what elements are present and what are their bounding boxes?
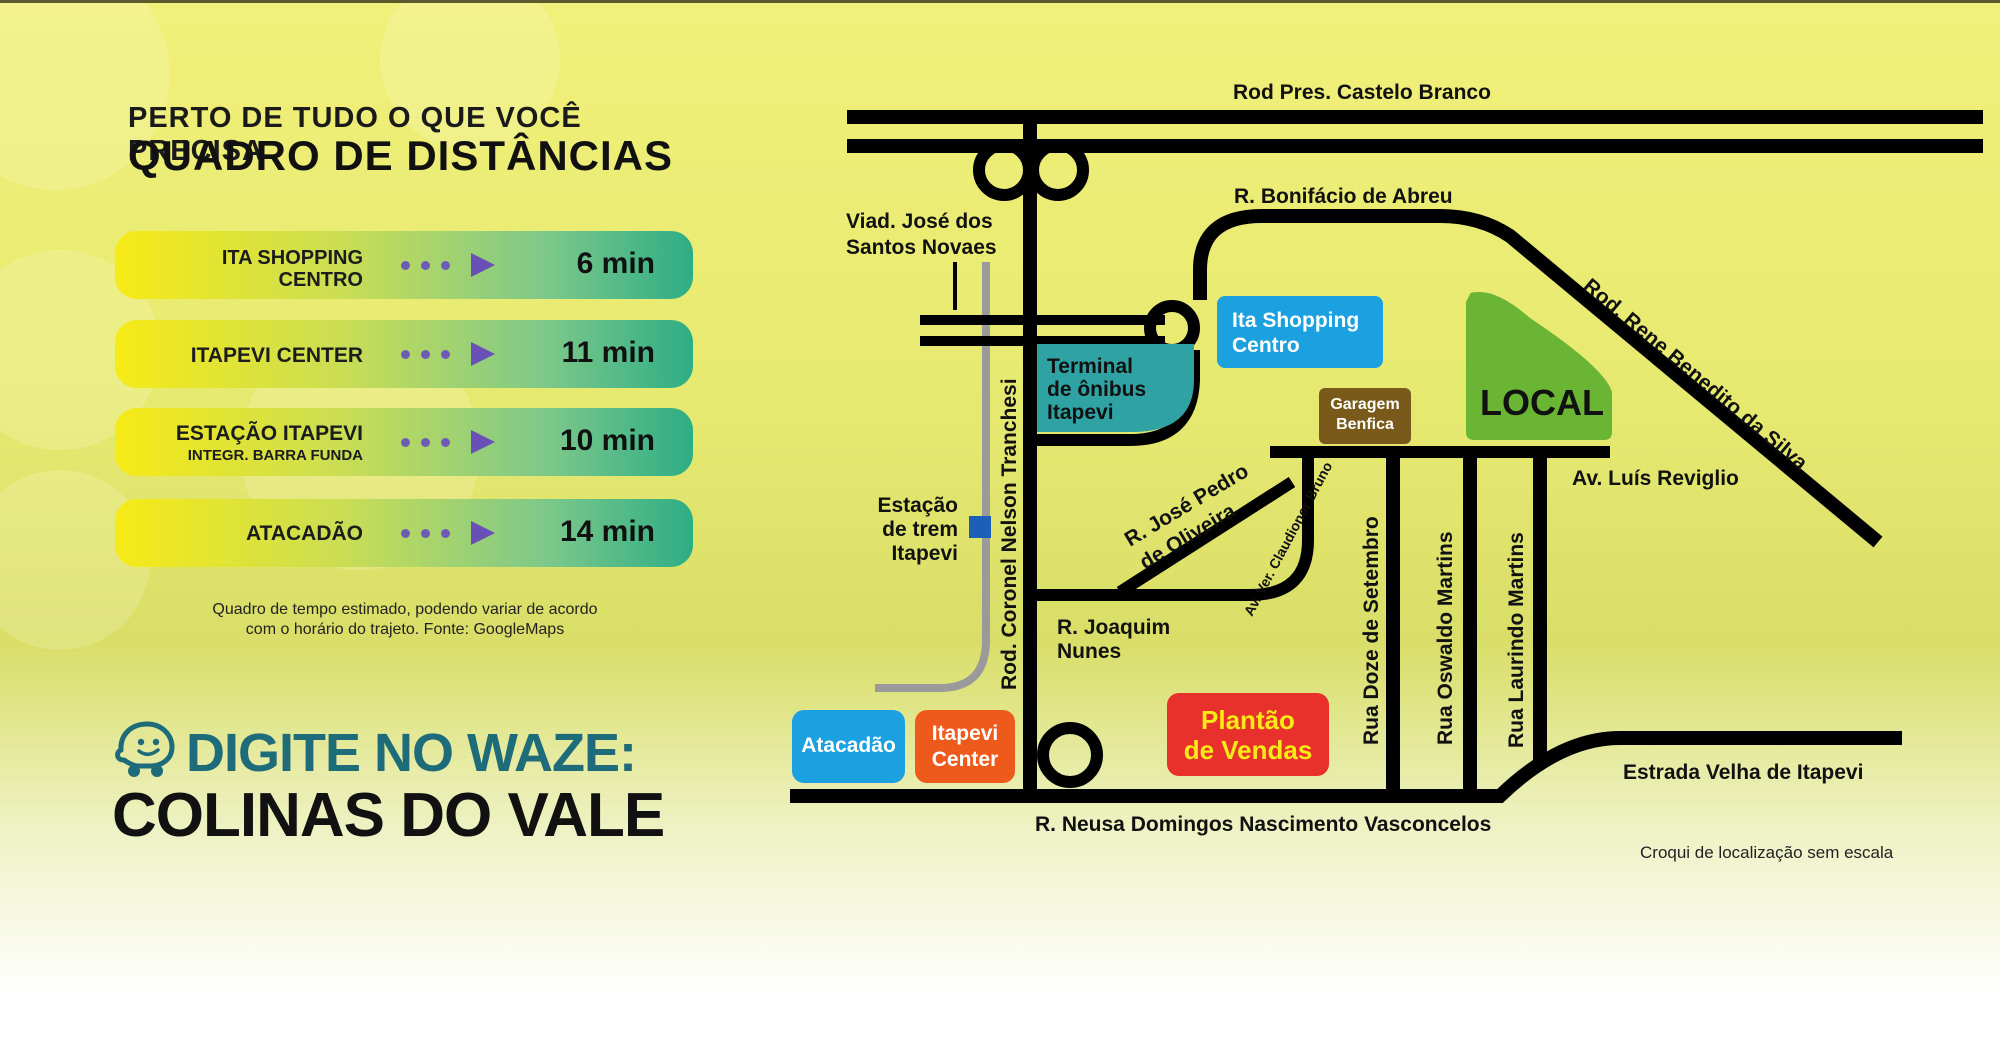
- place-label: Garagem: [1330, 396, 1400, 413]
- distance-time: 10 min: [559, 424, 655, 457]
- distance-row: ESTAÇÃO ITAPEVI INTEGR. BARRA FUNDA 10 m…: [115, 408, 693, 476]
- arrow-right-icon: [471, 342, 495, 366]
- place-plantao-vendas: Plantão de Vendas: [1167, 693, 1329, 776]
- waze-destination: COLINAS DO VALE: [112, 781, 665, 850]
- place-atacadao: Atacadão: [792, 710, 905, 783]
- distance-time: 14 min: [559, 515, 655, 548]
- disclaimer-note: Quadro de tempo estimado, podendo variar…: [150, 600, 660, 640]
- distance-label-sub: CENTRO: [278, 269, 363, 291]
- arrow-right-icon: [471, 253, 495, 277]
- place-label: Centro: [1232, 334, 1300, 357]
- place-local: [1466, 292, 1612, 440]
- roundabout: [1027, 139, 1089, 201]
- rail-line: [875, 262, 990, 692]
- distance-row: ATACADÃO 14 min: [115, 499, 693, 567]
- road-bonifacio: [1193, 209, 1883, 548]
- waze-cta: DIGITE NO WAZE:: [186, 723, 637, 783]
- dots-icon: [401, 261, 461, 271]
- label-rene-benedito: Rod. Rene Benedito da Silva: [1579, 274, 1812, 475]
- map-caption: Croqui de localização sem escala: [1640, 843, 1894, 862]
- label-joaquim: Nunes: [1057, 640, 1121, 663]
- place-label: Ita Shopping: [1232, 309, 1360, 332]
- label-nelson-tranchesi: Rod. Coronel Nelson Tranchesi: [998, 378, 1021, 690]
- road-claudionor: [1030, 452, 1314, 601]
- label-station: Itapevi: [891, 542, 958, 565]
- viaduct-road: [920, 336, 1165, 346]
- top-strip: [0, 0, 2000, 3]
- distance-label: ATACADÃO: [245, 522, 363, 545]
- label-viaduto: Viad. José dos: [846, 210, 993, 233]
- waze-icon: [115, 721, 175, 777]
- place-ita-shopping: Ita Shopping Centro: [1217, 296, 1383, 368]
- arrow-right-icon: [471, 430, 495, 454]
- label-oswaldo: Rua Oswaldo Martins: [1434, 531, 1457, 745]
- bokeh-light: [380, 0, 560, 150]
- label-viaduto: Santos Novaes: [846, 236, 997, 259]
- terminal-label: Terminal: [1047, 355, 1133, 378]
- place-label: Atacadão: [801, 734, 896, 757]
- road-estrada-velha: [1480, 731, 1902, 803]
- distance-row: ITA SHOPPING CENTRO 6 min: [115, 231, 693, 299]
- place-itapevi-center: Itapevi Center: [915, 710, 1015, 783]
- distance-time: 11 min: [561, 336, 655, 369]
- label-doze-setembro: Rua Doze de Setembro: [1360, 516, 1383, 745]
- label-estrada-velha: Estrada Velha de Itapevi: [1623, 761, 1863, 784]
- dots-icon: [401, 438, 461, 448]
- label-bonifacio: R. Bonifácio de Abreu: [1234, 185, 1453, 208]
- place-label: Itapevi: [931, 722, 999, 745]
- label-neusa: R. Neusa Domingos Nascimento Vasconcelos: [1035, 813, 1491, 836]
- highway-castelo-branco: [847, 110, 1983, 124]
- roundabout: [1037, 722, 1103, 788]
- label-station: de trem: [882, 518, 958, 541]
- place-label: de Vendas: [1183, 735, 1313, 765]
- distance-time: 6 min: [576, 247, 655, 280]
- place-terminal: [1037, 344, 1194, 432]
- place-label: Center: [931, 748, 999, 771]
- distance-label: ITA SHOPPING: [221, 247, 363, 269]
- label-castelo-branco: Rod Pres. Castelo Branco: [1233, 81, 1491, 104]
- road-jose-pedro: [1116, 476, 1296, 598]
- roundabout: [1144, 300, 1200, 356]
- local-label: LOCAL: [1480, 382, 1604, 423]
- viaduct-road: [920, 315, 1165, 325]
- label-joaquim: R. Joaquim: [1057, 616, 1170, 639]
- note-line: com o horário do trajeto. Fonte: GoogleM…: [245, 621, 565, 638]
- highway-castelo-branco: [847, 139, 1983, 153]
- distance-row: ITAPEVI CENTER 11 min: [115, 320, 693, 388]
- distance-label: ESTAÇÃO ITAPEVI: [175, 422, 363, 445]
- label-station: Estação: [877, 494, 958, 517]
- label-luis-reviglio: Av. Luís Reviglio: [1572, 467, 1739, 490]
- dots-icon: [401, 529, 461, 539]
- terminal-label: Itapevi: [1047, 401, 1114, 424]
- place-garagem-benfica: Garagem Benfica: [1319, 388, 1411, 444]
- header-title: QUADRO DE DISTÂNCIAS: [128, 132, 674, 179]
- place-label: Plantão: [1201, 705, 1295, 735]
- arrow-right-icon: [471, 521, 495, 545]
- distance-label-sub: INTEGR. BARRA FUNDA: [187, 447, 363, 464]
- label-laurindo: Rua Laurindo Martins: [1505, 532, 1528, 748]
- distance-label: ITAPEVI CENTER: [190, 344, 363, 367]
- header-subtitle: PERTO DE TUDO O QUE VOCÊ PRECISA: [128, 102, 582, 167]
- dots-icon: [401, 350, 461, 360]
- terminal-label: de ônibus: [1047, 378, 1146, 401]
- note-line: Quadro de tempo estimado, podendo variar…: [212, 601, 598, 618]
- place-label: Benfica: [1336, 416, 1394, 433]
- train-station-marker: [969, 516, 991, 538]
